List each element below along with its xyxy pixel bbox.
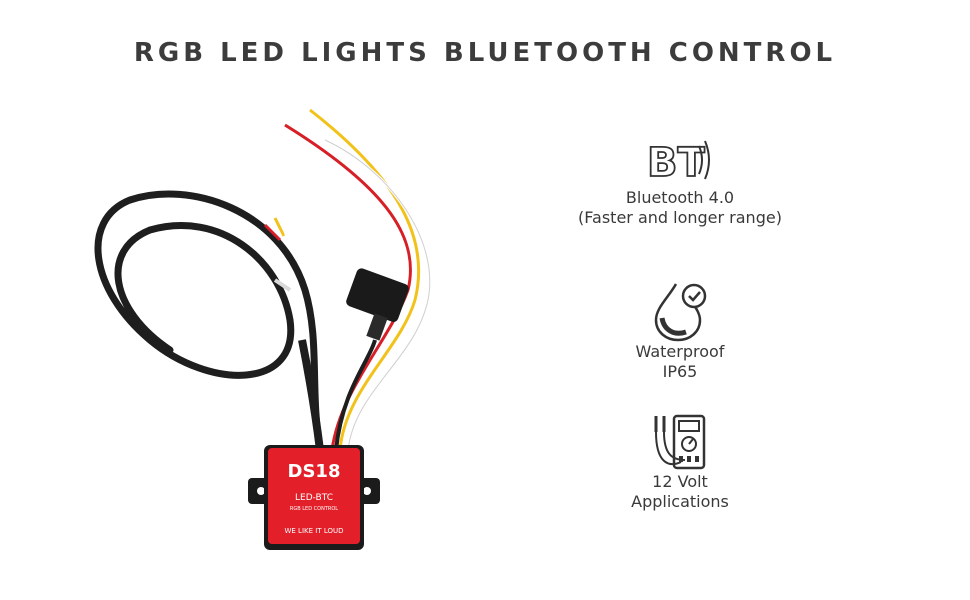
feature-waterproof: Waterproof IP65	[530, 280, 830, 382]
feature-12-volt-line2: Applications	[631, 492, 729, 511]
slogan-label: WE LIKE IT LOUD	[284, 527, 343, 535]
model-label: LED-BTC	[295, 493, 333, 503]
feature-12-volt-line1: 12 Volt	[652, 472, 708, 491]
feature-bluetooth: BT Bluetooth 4.0 (Faster and longer rang…	[530, 132, 830, 228]
multimeter-icon	[654, 414, 706, 470]
waterproof-drop-icon	[654, 283, 707, 342]
page-title: RGB LED LIGHTS BLUETOOTH CONTROL	[133, 38, 837, 68]
svg-text:BT: BT	[647, 140, 705, 186]
controller-product-image: DS18 LED-BTC RGB LED CONTROL WE LIKE IT …	[94, 108, 432, 550]
feature-12-volt: 12 Volt Applications	[530, 412, 830, 512]
feature-bluetooth-line2: (Faster and longer range)	[578, 208, 782, 227]
feature-bluetooth-line1: Bluetooth 4.0	[625, 188, 735, 207]
model-subtitle: RGB LED CONTROL	[290, 506, 338, 512]
feature-waterproof-line1: Waterproof	[635, 342, 725, 361]
bluetooth-icon: BT	[646, 139, 710, 187]
brand-logo: DS18	[288, 461, 341, 482]
controller-box	[268, 448, 360, 544]
feature-waterproof-line2: IP65	[662, 362, 698, 381]
